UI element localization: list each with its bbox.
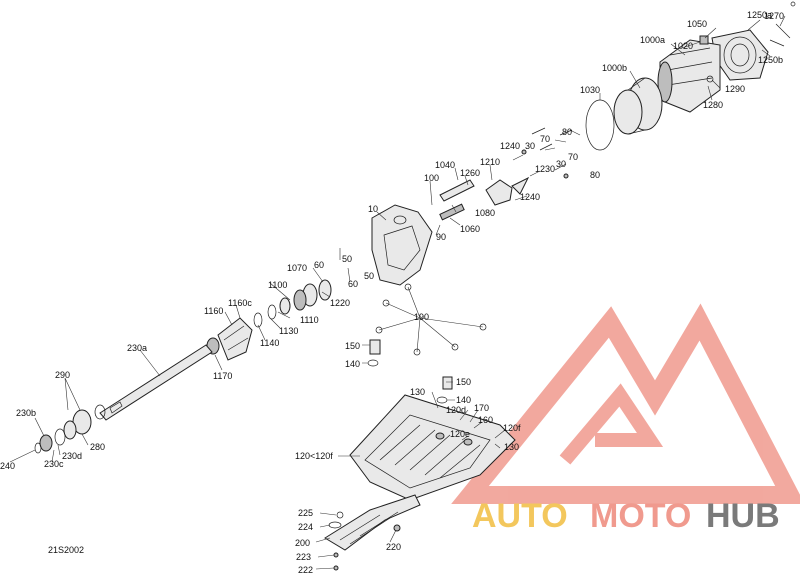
part-label: 240 [0,461,15,471]
part-label: 1070 [287,263,307,273]
part-label: 60 [314,260,324,270]
shaft-1040 [439,179,475,221]
part-label: 70 [540,134,550,144]
part-label: 120f [503,423,521,433]
part-label: 190 [414,312,429,322]
part-label: 1170 [213,371,232,381]
part-label: 160 [478,415,493,425]
part-label: 1290 [725,84,745,94]
part-label: 1100 [268,280,287,290]
fasteners-190 [375,283,487,356]
bolts-30-70-80 [521,127,573,179]
part-label: 130 [504,442,519,452]
oring-1030 [585,99,615,151]
part-label: 1210 [480,157,500,167]
part-label: 223 [296,552,311,562]
drain-plug-150-140 [367,339,381,367]
part-label: 80 [590,170,600,180]
seals-1070-1100-1220 [253,279,332,328]
plug-150-140-lower [436,376,453,404]
part-label: 1050 [687,19,707,29]
part-label: 90 [436,232,446,242]
part-label: 230a [127,343,147,353]
watermark-moto: MOTO [590,497,691,535]
part-label: 1030 [580,85,600,95]
part-label: 230c [44,459,64,469]
part-label: 225 [298,508,313,518]
part-label: 170 [474,403,489,413]
part-label: 1260 [460,168,480,178]
intake-grate-200 [324,494,421,571]
part-label: 220 [386,542,401,552]
pump-housing-10 [371,204,433,286]
watermark-auto: AUTO [472,497,568,535]
part-label: 80 [562,127,572,137]
part-label: 130 [410,387,425,397]
watermark-logo [451,303,800,504]
watermark-hub: HUB [706,497,780,535]
part-label: 1250a [747,10,772,20]
ride-plate-120 [349,394,516,501]
part-label: 230b [16,408,36,418]
boot-1160 [206,317,253,361]
part-label: 1020 [673,41,693,51]
part-label: 140 [456,395,471,405]
part-label: 70 [568,152,578,162]
nozzle-1000a [657,39,721,113]
part-label: 280 [90,442,105,452]
part-label: 1160 [204,306,223,316]
part-label: 1230 [535,164,555,174]
part-label: 1240 [520,192,540,202]
part-label: 1130 [279,326,298,336]
coupler-290-group [34,404,106,454]
part-label: 290 [55,370,70,380]
wear-ring-1000b [613,77,663,135]
part-label: 1140 [260,338,279,348]
part-label: 10 [368,204,378,214]
part-label: 1110 [300,315,319,325]
part-label: 1270 [764,11,784,21]
part-label: 100 [424,173,439,183]
part-label: 222 [298,565,313,575]
part-label: 120d [446,405,466,415]
diagram-code: 21S2002 [48,545,84,555]
impeller-1210 [485,176,530,206]
part-label: 150 [456,377,471,387]
leader-lines [9,15,786,570]
part-label: 1220 [330,298,350,308]
part-label: 120e [450,429,470,439]
part-label: 120<120f [295,451,333,461]
part-label: 50 [364,271,374,281]
part-label: 1060 [460,224,480,234]
part-label: 140 [345,359,360,369]
part-label: 1000a [640,35,665,45]
part-label: 50 [342,254,352,264]
part-label: 200 [295,538,310,548]
part-label: 150 [345,341,360,351]
part-label: 1160c [228,298,252,308]
part-label: 60 [348,279,358,289]
part-label: 230d [62,451,82,461]
part-label: 1040 [435,160,455,170]
small-bits-1020-1050-1270 [699,1,796,83]
part-label: 1280 [703,100,723,110]
part-label: 1000b [602,63,627,73]
part-label: 224 [298,522,313,532]
part-label: 1080 [475,208,495,218]
drive-shaft-230a [99,344,213,421]
part-label: 1250b [758,55,783,65]
part-label: 30 [525,141,535,151]
part-label: 30 [556,159,566,169]
part-label: 1240 [500,141,520,151]
watermark-text: AUTO MOTO HUB [472,497,780,535]
part-labels: 1250a 1270 1050 1000a 1020 1250b 1000b 1… [0,10,784,575]
